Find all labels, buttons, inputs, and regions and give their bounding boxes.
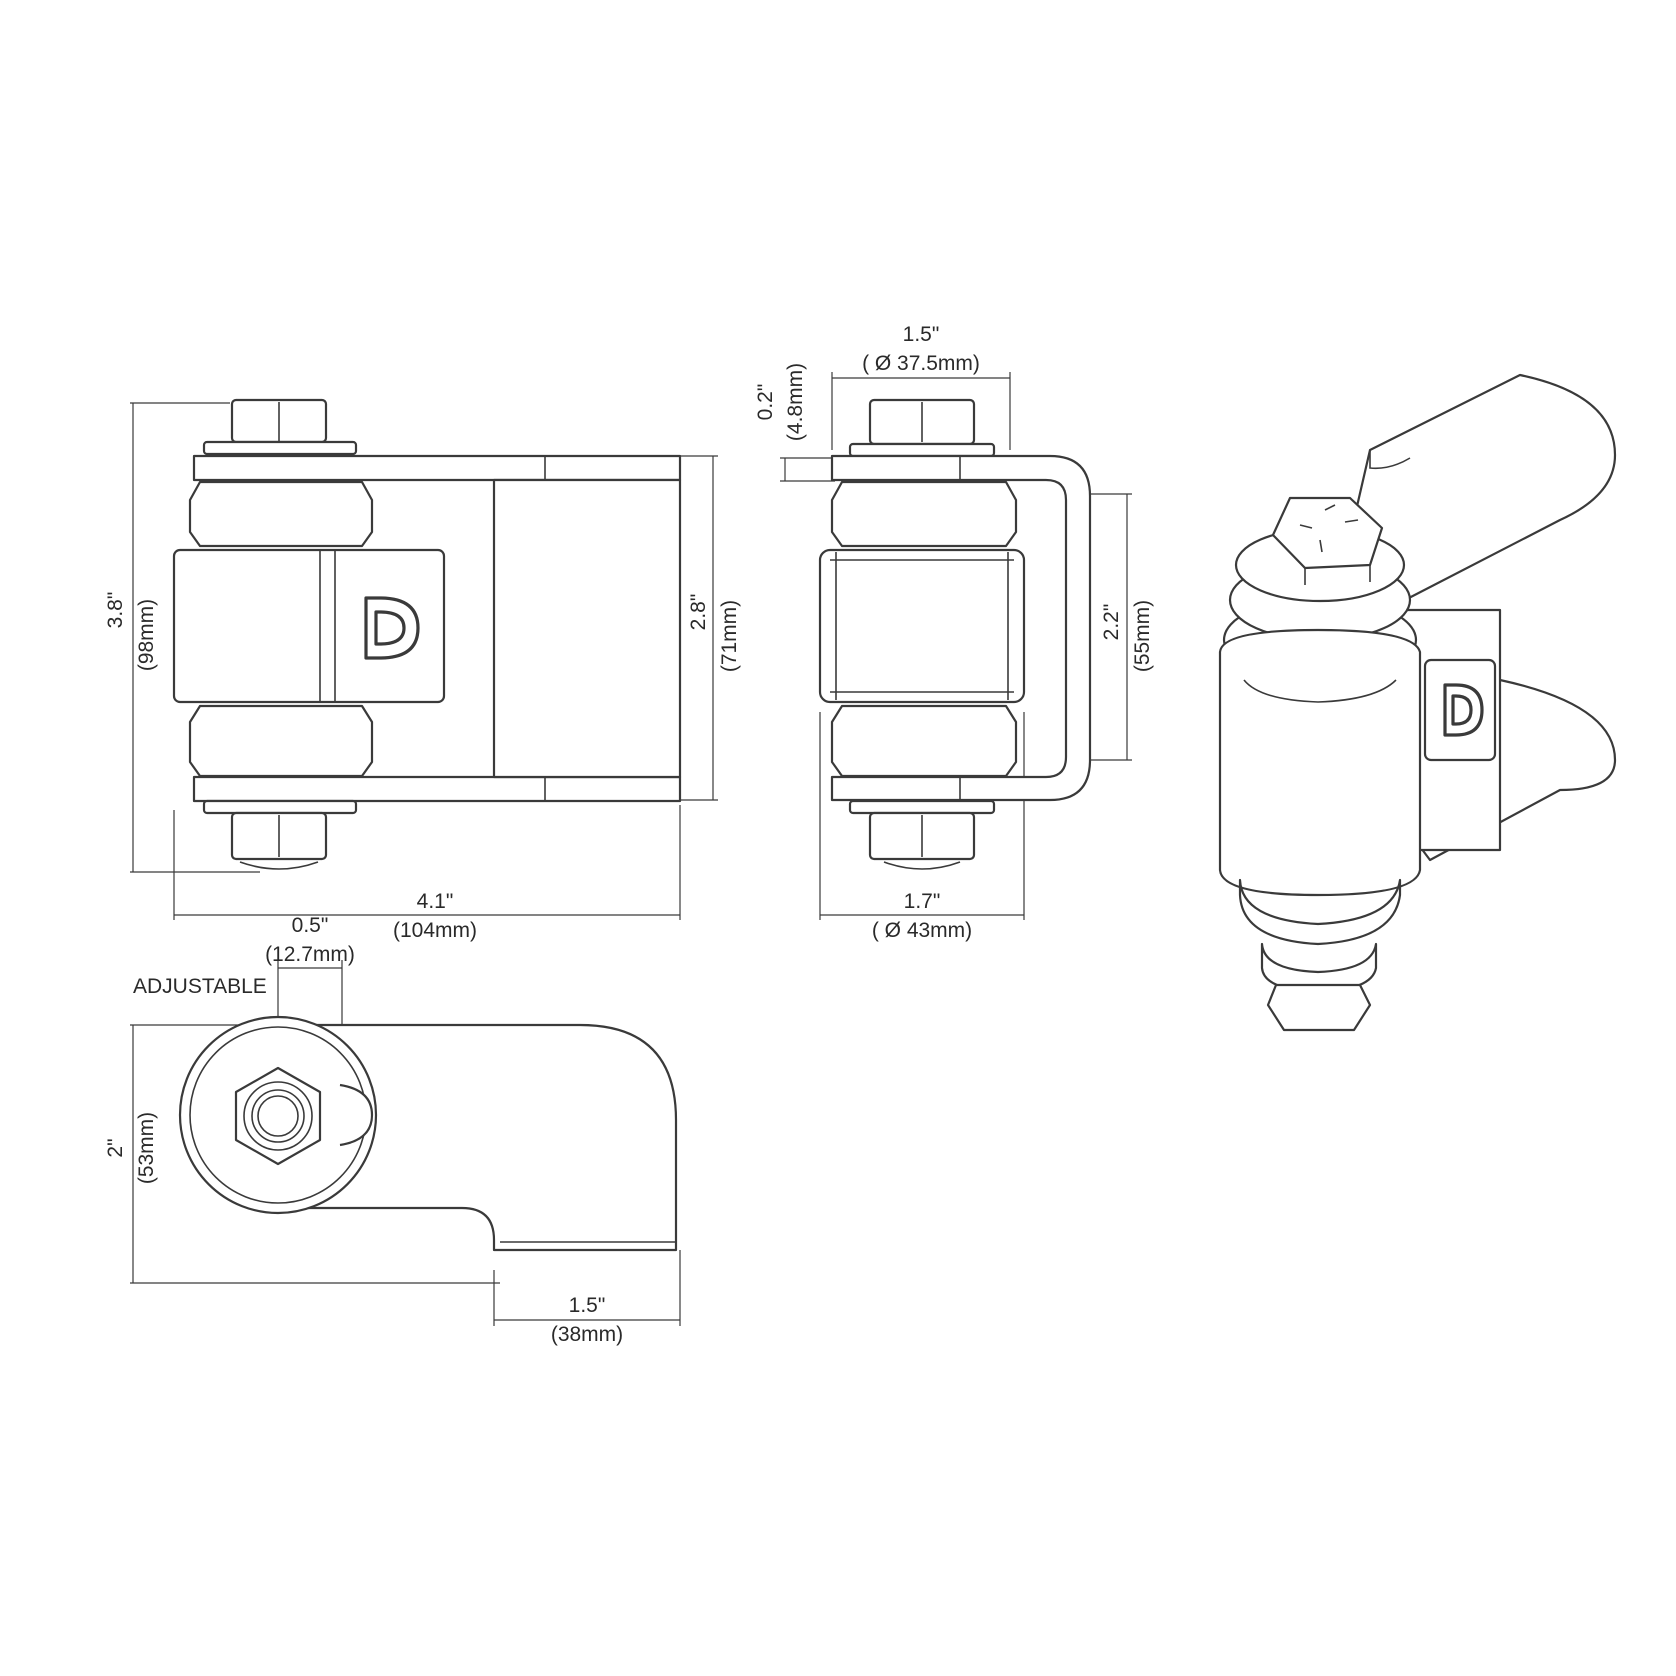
side-bottom-diameter-in: 1.7"	[904, 890, 941, 913]
top-view: 0.5" (12.7mm) ADJUSTABLE 2" (53mm) 1.5" …	[104, 914, 681, 1346]
top-depth-mm: (53mm)	[135, 1112, 158, 1184]
front-width-mm: (104mm)	[393, 919, 477, 942]
front-width-dimension: 4.1" (104mm)	[173, 805, 681, 942]
adjustable-label: ADJUSTABLE	[133, 975, 267, 998]
side-top-diameter-in: 1.5"	[903, 323, 940, 346]
front-height-mm: (98mm)	[135, 599, 158, 671]
brand-logo-isometric	[1443, 683, 1484, 737]
front-plate-height-dimension: 2.8" (71mm)	[680, 455, 741, 801]
side-inner-height-dimension: 2.2" (55mm)	[1080, 493, 1154, 761]
side-bottom-diameter-dimension: 1.7" ( Ø 43mm)	[819, 712, 1025, 942]
top-adjust-mm: (12.7mm)	[265, 943, 355, 966]
front-height-dimension: 3.8" (98mm)	[104, 402, 260, 873]
top-tab-mm: (38mm)	[551, 1323, 623, 1346]
front-plate-height-in: 2.8"	[687, 594, 710, 631]
side-inner-height-mm: (55mm)	[1131, 600, 1154, 672]
top-adjust-in: 0.5"	[292, 914, 329, 937]
isometric-view	[1218, 373, 1617, 1032]
side-top-diameter-dimension: 1.5" ( Ø 37.5mm)	[831, 323, 1011, 450]
side-plate-thickness-dimension: 0.2" (4.8mm)	[754, 363, 835, 482]
side-plate-thickness-mm: (4.8mm)	[784, 363, 807, 441]
top-tab-in: 1.5"	[569, 1294, 606, 1317]
side-plate-thickness-in: 0.2"	[754, 384, 777, 421]
side-top-diameter-mm: ( Ø 37.5mm)	[862, 352, 980, 375]
front-plate-height-mm: (71mm)	[718, 600, 741, 672]
top-depth-dimension: 2" (53mm)	[104, 1024, 500, 1284]
front-height-in: 3.8"	[104, 592, 127, 629]
top-depth-in: 2"	[104, 1138, 127, 1157]
side-view: 1.5" ( Ø 37.5mm) 0.2" (4.8mm) 2.2" (55mm…	[754, 323, 1154, 942]
side-bottom-diameter-mm: ( Ø 43mm)	[872, 919, 972, 942]
brand-logo-front	[364, 596, 420, 660]
front-width-in: 4.1"	[417, 890, 454, 913]
front-view: 3.8" (98mm) 2.8" (71mm) 4.1" (104mm)	[104, 398, 741, 942]
side-inner-height-in: 2.2"	[1100, 604, 1123, 641]
top-tab-dimension: 1.5" (38mm)	[493, 1250, 681, 1346]
